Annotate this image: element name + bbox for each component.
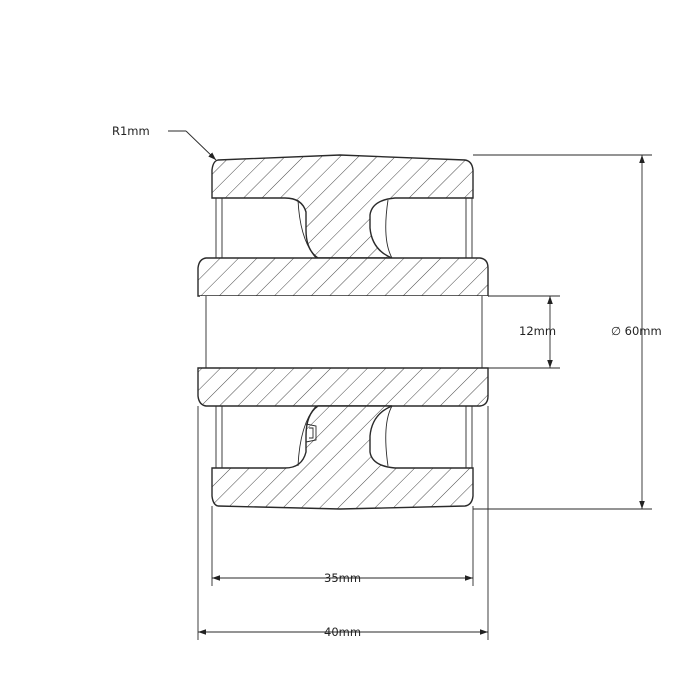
- lower-rim-section: [211, 405, 474, 510]
- lower-hub-section: [197, 367, 489, 407]
- overall-width-dimension: 40mm: [198, 625, 488, 639]
- overall-width-label: 40mm: [324, 625, 361, 639]
- upper-rim-section: [211, 154, 474, 259]
- outer-diameter-dimension: ∅ 60mm: [611, 155, 662, 509]
- inner-width-dimension: 35mm: [212, 571, 473, 585]
- bore-diameter-label: 12mm: [519, 324, 556, 338]
- inner-width-label: 35mm: [324, 571, 361, 585]
- fillet-radius-label: R1mm: [112, 124, 150, 138]
- bore-dimension: 12mm: [519, 296, 556, 368]
- bore: [200, 296, 488, 368]
- upper-hub-section: [197, 257, 489, 297]
- outer-diameter-label: ∅ 60mm: [611, 324, 662, 338]
- fillet-radius-callout: R1mm: [112, 124, 217, 161]
- wheel-body: [197, 154, 489, 510]
- extension-lines: [197, 154, 652, 640]
